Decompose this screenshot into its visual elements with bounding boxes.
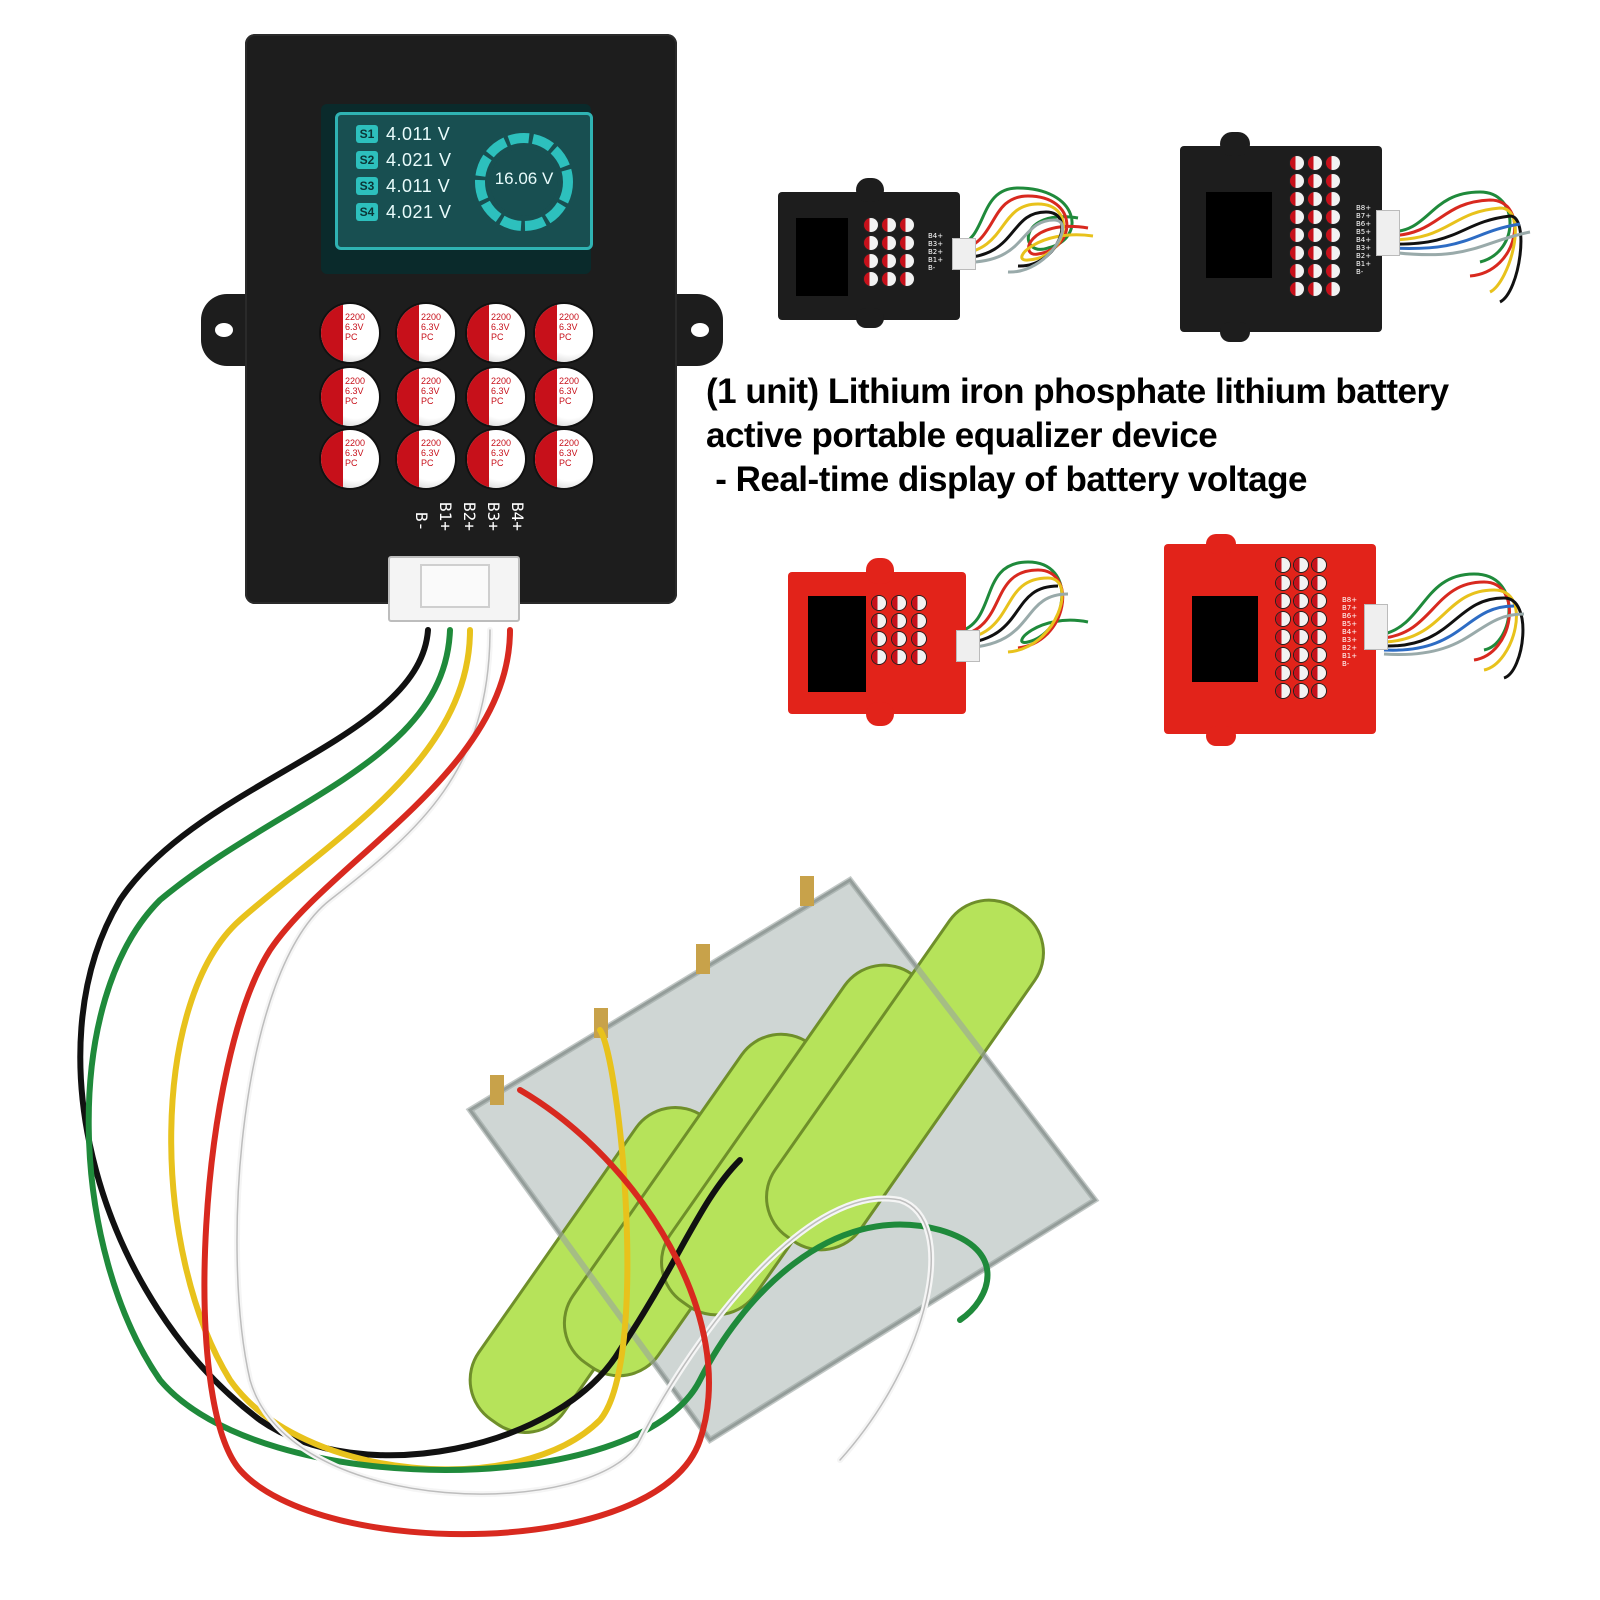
cell-voltage: 4.021 V bbox=[386, 149, 452, 170]
cell-tag: S2 bbox=[356, 151, 378, 169]
connector-pin-labels: B4+ B3+ B2+ B1+ B- bbox=[393, 502, 533, 546]
thumbnail-4s-black: B4+B3+B2+B1+B- bbox=[778, 178, 1098, 328]
cell-reading-s4: S4 4.021 V bbox=[356, 201, 452, 223]
pin-label: B1+ bbox=[436, 502, 455, 531]
pin-label: B3+ bbox=[484, 502, 503, 531]
cell-voltage: 4.011 V bbox=[386, 123, 451, 144]
main-equalizer-device: S1 4.011 V S2 4.021 V S3 4.011 V S4 4.02… bbox=[201, 34, 723, 622]
caption-line-2: active portable equalizer device bbox=[706, 416, 1218, 455]
cell-reading-s1: S1 4.011 V bbox=[356, 123, 450, 145]
caption-line-1: (1 unit) Lithium iron phosphate lithium … bbox=[706, 372, 1449, 411]
cell-tag: S4 bbox=[356, 203, 378, 221]
wires bbox=[77, 627, 991, 1538]
battery-pack bbox=[465, 876, 1100, 1445]
thumbnail-8s-red: B8+B7+B6+B5+B4+B3+B2+B1+B- bbox=[1164, 534, 1544, 746]
cell-tag: S1 bbox=[356, 125, 378, 143]
total-voltage: 16.06 V bbox=[494, 169, 554, 188]
thumbnail-4s-red bbox=[788, 552, 1098, 732]
thumbnail-wires bbox=[1383, 572, 1525, 680]
cell-voltage: 4.021 V bbox=[386, 201, 452, 222]
voltage-display: S1 4.011 V S2 4.021 V S3 4.011 V S4 4.02… bbox=[335, 112, 593, 250]
caption-line-3: - Real-time display of battery voltage bbox=[706, 460, 1307, 499]
thumbnail-wires bbox=[1389, 190, 1531, 304]
thumbnail-wires bbox=[957, 186, 1094, 274]
total-voltage-gauge: 16.06 V bbox=[473, 131, 575, 233]
pin-label: B4+ bbox=[508, 502, 527, 531]
pin-label: B2+ bbox=[460, 502, 479, 531]
cell-reading-s3: S3 4.011 V bbox=[356, 175, 450, 197]
cell-tag: S3 bbox=[356, 177, 378, 195]
product-caption: (1 unit) Lithium iron phosphate lithium … bbox=[706, 370, 1586, 502]
pin-label: B- bbox=[412, 512, 431, 532]
thumbnail-8s-black: B8+B7+B6+B5+B4+B3+B2+B1+B- bbox=[1180, 132, 1540, 342]
cell-voltage: 4.011 V bbox=[386, 175, 451, 196]
balance-connector bbox=[388, 556, 520, 622]
cell-reading-s2: S2 4.021 V bbox=[356, 149, 452, 171]
